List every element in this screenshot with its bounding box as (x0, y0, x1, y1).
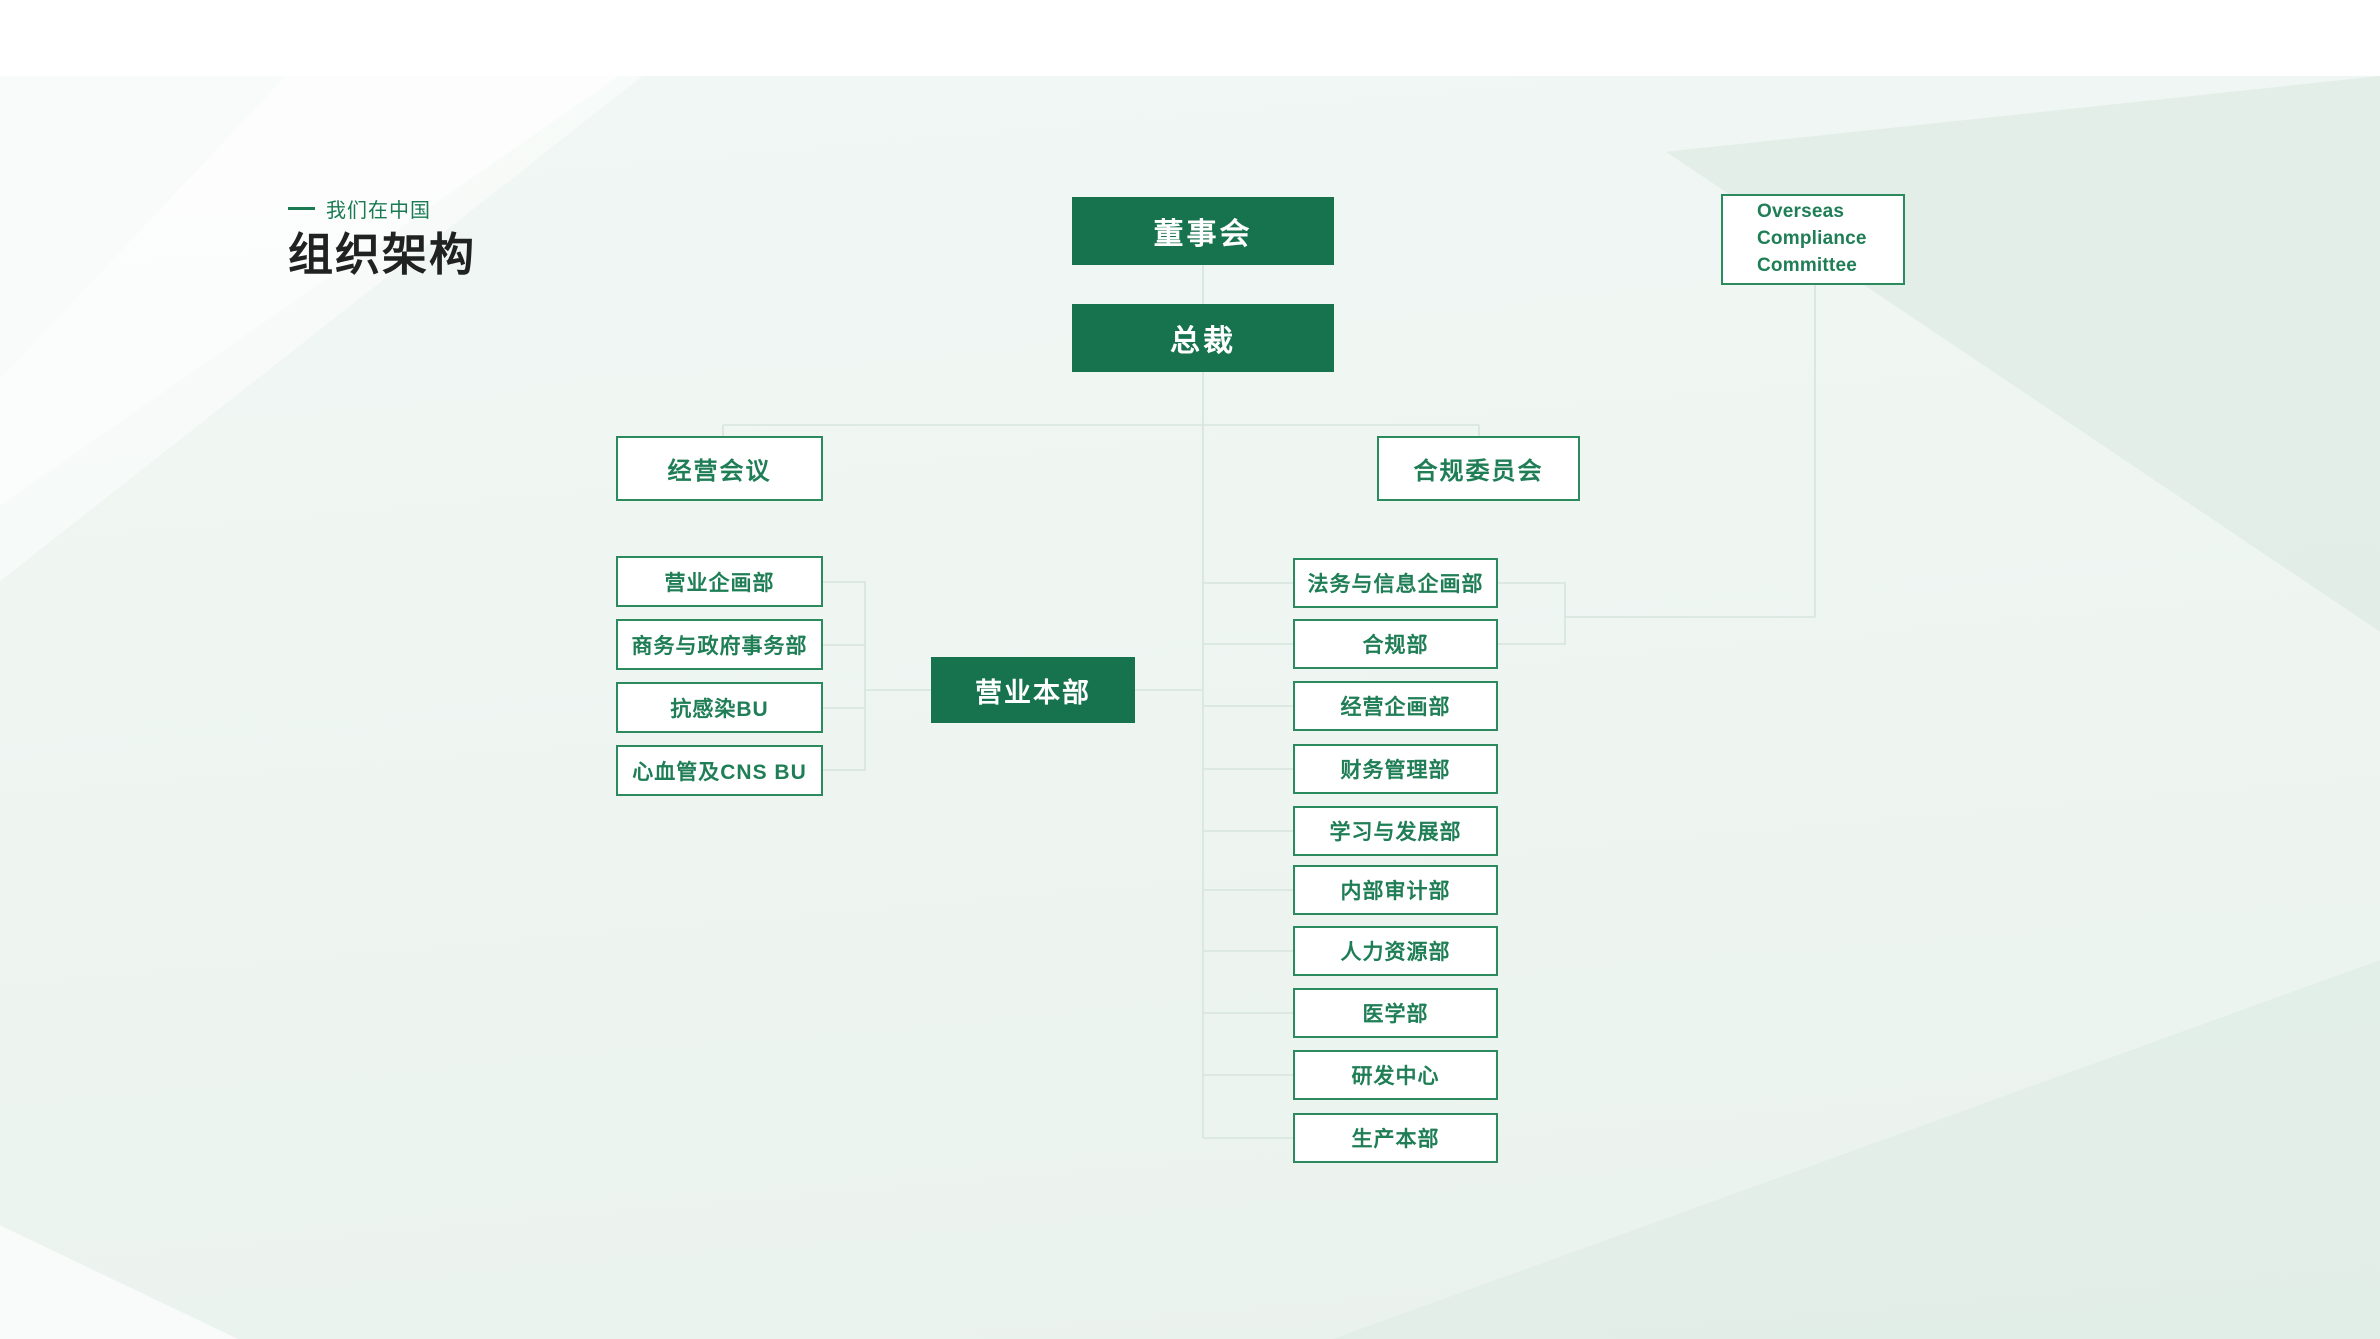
eyebrow: 我们在中国 (288, 196, 476, 222)
org-node-overseas-compliance-committee: Overseas Compliance Committee (1721, 194, 1905, 285)
org-node-dept-right: 经营企画部 (1293, 681, 1498, 731)
org-node-dept-right: 人力资源部 (1293, 926, 1498, 976)
org-node-dept-left: 商务与政府事务部 (616, 619, 823, 670)
org-node-dept-right: 财务管理部 (1293, 744, 1498, 794)
org-node-board: 董事会 (1072, 197, 1334, 265)
org-node-dept-right: 学习与发展部 (1293, 806, 1498, 856)
eyebrow-dash (288, 206, 315, 210)
org-node-dept-right: 医学部 (1293, 988, 1498, 1038)
site-header-bar (0, 0, 2380, 76)
org-node-dept-right: 研发中心 (1293, 1050, 1498, 1100)
page-title: 组织架构 (288, 229, 477, 280)
org-node-compliance-committee: 合规委员会 (1377, 436, 1580, 501)
org-node-president: 总裁 (1072, 304, 1334, 372)
section-background (0, 76, 2380, 1339)
overseas-line: Committee (1757, 254, 1857, 276)
org-node-dept-left: 营业企画部 (616, 556, 823, 607)
eyebrow-label: 我们在中国 (326, 199, 431, 222)
org-node-dept-right: 内部审计部 (1293, 865, 1498, 915)
org-node-management-meeting: 经营会议 (616, 436, 823, 501)
org-node-dept-left: 抗感染BU (616, 682, 823, 733)
overseas-line: Compliance (1757, 228, 1867, 250)
org-node-dept-right: 合规部 (1293, 619, 1498, 669)
overseas-line: Overseas (1757, 201, 1845, 223)
org-node-dept-right: 法务与信息企画部 (1293, 558, 1498, 608)
org-node-sales-headquarters: 营业本部 (931, 657, 1135, 723)
org-node-dept-left: 心血管及CNS BU (616, 745, 823, 796)
section-heading: 我们在中国 组织架构 (288, 196, 476, 280)
org-node-dept-right: 生产本部 (1293, 1113, 1498, 1163)
